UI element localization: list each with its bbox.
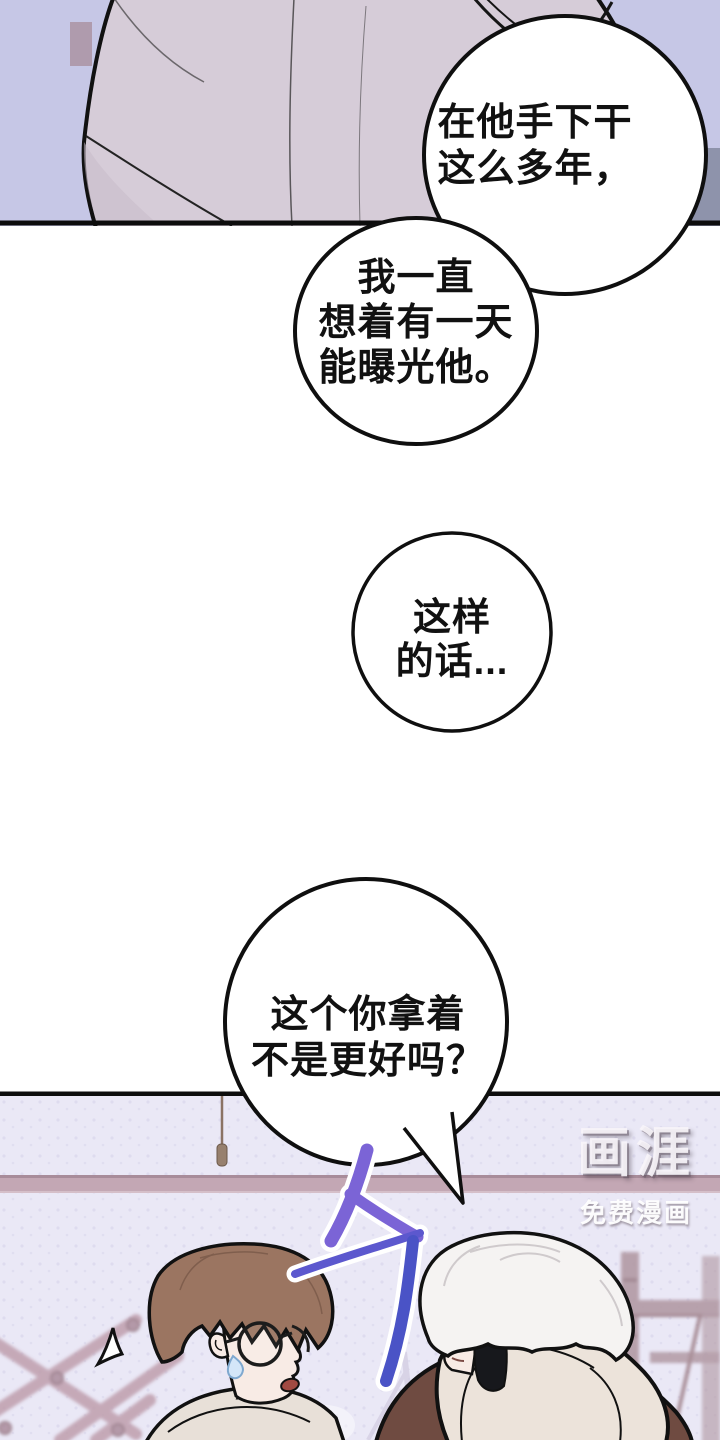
speech-bubble-4-tail — [402, 1111, 465, 1205]
bubble-3-line-2: 的话... — [395, 641, 509, 683]
open-mouth — [280, 1377, 300, 1393]
sweat-drop — [226, 1354, 245, 1380]
bubble-4-text: 这个你拿着 不是更好吗？ — [228, 992, 508, 1084]
bubble-2-line-1: 我一直 — [357, 257, 475, 299]
bubble-4-line-1: 这个你拿着 — [270, 994, 466, 1036]
white-hair — [418, 1230, 635, 1363]
huaya-logo: 画涯 — [577, 1123, 695, 1183]
bubble-2-line-3: 能曝光他。 — [318, 347, 514, 389]
bubble-2-line-2: 想着有一天 — [318, 302, 514, 344]
panel-top-border — [0, 220, 720, 226]
glasses — [225, 1321, 310, 1367]
bubble-1-text: 在他手下干 这么多年， — [395, 100, 675, 192]
bubble-4-line-2: 不是更好吗？ — [250, 1040, 485, 1082]
sparkle — [94, 1327, 125, 1368]
speech-bubble-1 — [422, 14, 708, 296]
bubble-1-line-2: 这么多年， — [437, 148, 633, 190]
hanging-cord — [216, 1096, 228, 1167]
watermark-subtitle: 免费漫画 — [579, 1198, 692, 1228]
speech-bubble-3 — [351, 531, 553, 733]
character-white-hair-man — [374, 1230, 694, 1440]
bubble-3-line-1: 这样 — [412, 597, 491, 639]
bubble-1-line-1: 在他手下干 — [437, 102, 633, 144]
sfx-swoosh — [286, 1139, 429, 1392]
watermark: 画涯 免费漫画 — [556, 1108, 716, 1230]
speech-bubble-2 — [293, 216, 539, 446]
bubble-2-text: 我一直 想着有一天 能曝光他。 — [276, 256, 556, 391]
sweater-folds — [85, 0, 367, 226]
bubble-3-text: 这样 的话... — [352, 596, 552, 684]
